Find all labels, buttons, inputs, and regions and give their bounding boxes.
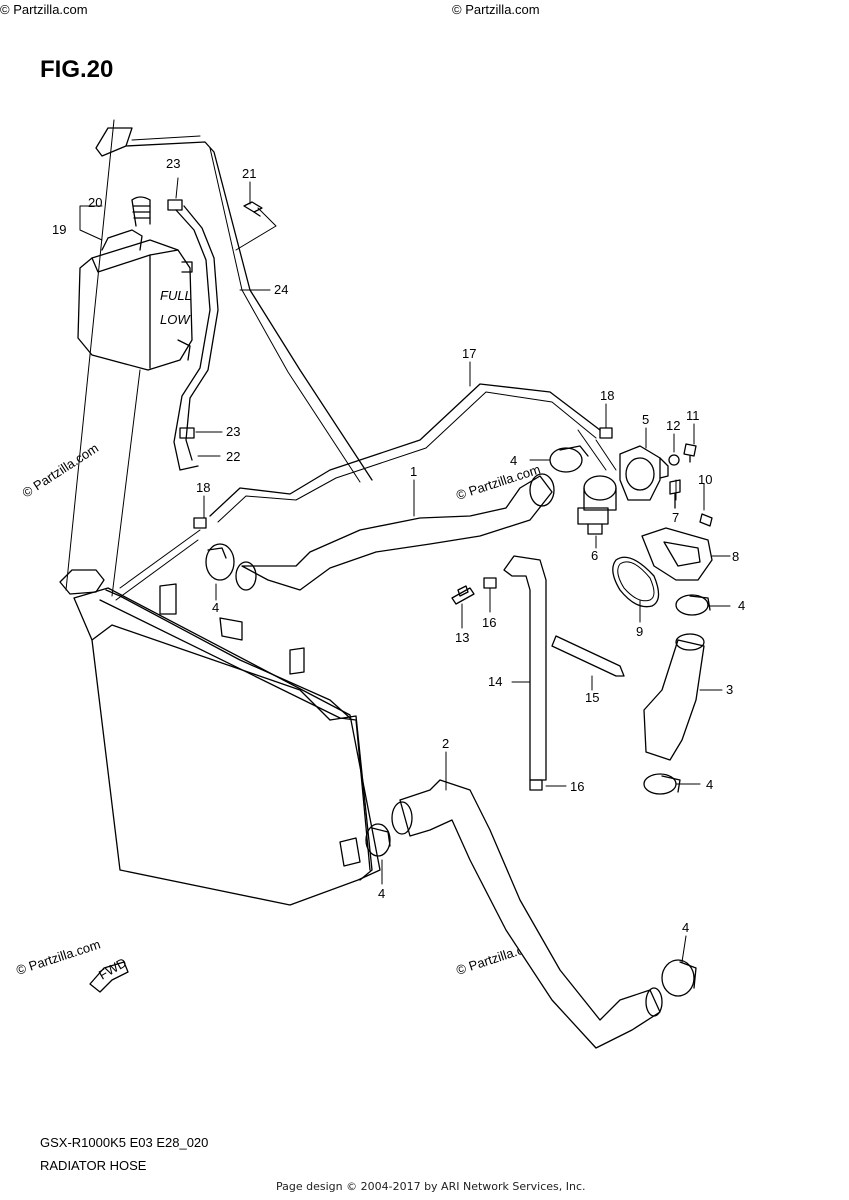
bolt-21 bbox=[243, 201, 263, 217]
bolt-11 bbox=[683, 443, 697, 463]
clamp-18-upper bbox=[599, 427, 613, 439]
figure-title: FIG.20 bbox=[40, 56, 114, 83]
clamp-23-top bbox=[167, 199, 183, 211]
thermostat-case-5 bbox=[619, 445, 669, 501]
thermostat-6 bbox=[577, 475, 617, 535]
callout-4-e: 4 bbox=[378, 886, 385, 901]
callout-16-a: 16 bbox=[482, 615, 496, 630]
callout-4-b: 4 bbox=[212, 600, 219, 615]
washer-12 bbox=[668, 454, 680, 466]
hose-14 bbox=[503, 555, 547, 781]
callout-4-d: 4 bbox=[706, 777, 713, 792]
hose-clamp-4-c bbox=[675, 594, 711, 616]
callout-6: 6 bbox=[591, 548, 598, 563]
clamp-23-bottom bbox=[179, 427, 195, 439]
callout-labels: 1 2 3 4 4 4 4 4 4 5 6 7 8 9 10 11 12 13 … bbox=[52, 156, 745, 935]
callout-20: 20 bbox=[88, 195, 102, 210]
callout-24: 24 bbox=[274, 282, 288, 297]
radiator-hose-3 bbox=[643, 639, 705, 761]
tank-full-label: FULL bbox=[160, 288, 192, 303]
callout-19: 19 bbox=[52, 222, 66, 237]
callout-23-b: 23 bbox=[226, 424, 240, 439]
callout-7: 7 bbox=[672, 510, 679, 525]
bolt-13 bbox=[451, 585, 475, 605]
page-footer: Page design © 2004-2017 by ARI Network S… bbox=[276, 1180, 586, 1193]
callout-23-a: 23 bbox=[166, 156, 180, 171]
tank-hose-22 bbox=[173, 209, 211, 471]
section-name: RADIATOR HOSE bbox=[40, 1158, 147, 1173]
model-code: GSX-R1000K5 E03 E28_020 bbox=[40, 1135, 209, 1150]
hose-clamp-4-a bbox=[205, 543, 235, 581]
callout-4-a: 4 bbox=[510, 453, 517, 468]
watermark-low-left: © Partzilla.com bbox=[14, 937, 102, 978]
hose-clamp-4-e bbox=[365, 823, 391, 857]
callout-18-b: 18 bbox=[196, 480, 210, 495]
callout-15: 15 bbox=[585, 690, 599, 705]
callout-21: 21 bbox=[242, 166, 256, 181]
radiator bbox=[59, 569, 381, 906]
callout-11: 11 bbox=[686, 408, 700, 423]
callout-1: 1 bbox=[410, 464, 417, 479]
clip-16-upper bbox=[483, 577, 497, 589]
callout-18-a: 18 bbox=[600, 388, 614, 403]
callout-10: 10 bbox=[698, 472, 712, 487]
radiator-hose-1 bbox=[241, 475, 553, 591]
callout-4-c: 4 bbox=[738, 598, 745, 613]
tank-low-label: LOW bbox=[160, 312, 191, 327]
hose-clamp-4-b bbox=[549, 445, 589, 473]
leader-lines bbox=[65, 119, 731, 963]
cable-tie-15 bbox=[551, 635, 625, 677]
o-ring-9 bbox=[612, 556, 660, 608]
watermark-top-left: © Partzilla.com bbox=[0, 2, 88, 17]
watermark-top-center: © Partzilla.com bbox=[452, 2, 540, 17]
thermostat-cover-8 bbox=[641, 527, 713, 581]
callout-9: 9 bbox=[636, 624, 643, 639]
bypass-hose-17 bbox=[209, 383, 601, 517]
callout-13: 13 bbox=[455, 630, 469, 645]
clamp-18-lower bbox=[193, 517, 207, 529]
fwd-arrow bbox=[89, 961, 129, 993]
callout-14: 14 bbox=[488, 674, 502, 689]
radiator-hose-2 bbox=[399, 779, 661, 1049]
clip-16-lower bbox=[529, 779, 543, 791]
reservoir-tank bbox=[77, 196, 193, 371]
callout-8: 8 bbox=[732, 549, 739, 564]
callout-12: 12 bbox=[666, 418, 680, 433]
callout-16-b: 16 bbox=[570, 779, 584, 794]
callout-4-f: 4 bbox=[682, 920, 689, 935]
callout-3: 3 bbox=[726, 682, 733, 697]
bolt-7 bbox=[669, 479, 681, 509]
callout-5: 5 bbox=[642, 412, 649, 427]
overflow-hose-24 bbox=[95, 127, 373, 481]
callout-17: 17 bbox=[462, 346, 476, 361]
bolt-10 bbox=[699, 513, 713, 527]
callout-2: 2 bbox=[442, 736, 449, 751]
hose-clamp-4-f bbox=[661, 959, 697, 997]
hose-clamp-4-d bbox=[643, 773, 681, 795]
callout-22: 22 bbox=[226, 449, 240, 464]
watermark-main: © Partzilla.com bbox=[19, 440, 101, 500]
